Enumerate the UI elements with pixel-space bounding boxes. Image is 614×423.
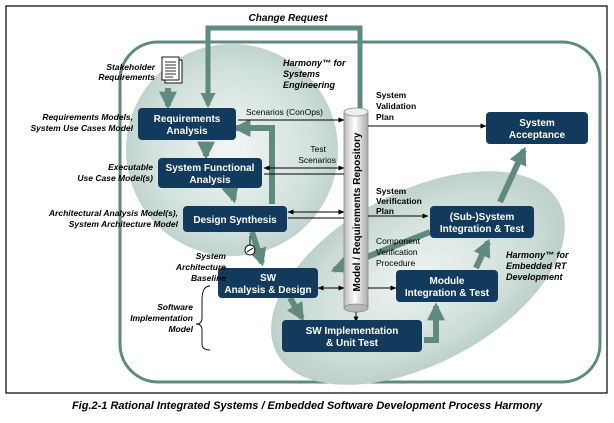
arrow-module-to-subsystem bbox=[473, 238, 491, 270]
implementation-model-line3: Model bbox=[168, 324, 193, 334]
verification-plan-line1: System bbox=[376, 186, 407, 196]
baseline-line2: Architecture bbox=[175, 262, 226, 272]
box-requirements-analysis-line2: Analysis bbox=[166, 126, 208, 137]
test-scenarios-line2: Scenarios bbox=[298, 155, 336, 165]
arrow-sw-to-implementation bbox=[286, 296, 305, 322]
harmony-systems-line1: Harmony™ for bbox=[283, 58, 346, 68]
box-sw-implementation-line1: SW Implementation bbox=[306, 326, 399, 337]
box-system-acceptance-line1: System bbox=[519, 118, 555, 129]
harmony-systems-line2: Systems bbox=[283, 69, 320, 79]
stakeholder-label-line2: Requirements bbox=[98, 72, 155, 82]
harmony-embedded-line3: Development bbox=[506, 272, 564, 282]
arrow-implementation-to-module bbox=[424, 302, 445, 343]
baseline-line1: System bbox=[196, 251, 227, 261]
systems-engineering-ellipse bbox=[126, 44, 338, 256]
arrow-subsystem-to-acceptance bbox=[497, 146, 527, 204]
arrow-functional-to-design bbox=[221, 183, 239, 204]
box-requirements-analysis[interactable] bbox=[138, 108, 236, 140]
harmony-embedded-line1: Harmony™ for bbox=[506, 250, 569, 260]
box-system-functional-analysis[interactable] bbox=[158, 158, 262, 188]
figure-caption: Fig.2-1 Rational Integrated Systems / Em… bbox=[71, 400, 543, 412]
component-procedure-line3: Procedure bbox=[376, 258, 415, 268]
verification-plan-line3: Plan bbox=[376, 206, 394, 216]
box-system-functional-analysis-line2: Analysis bbox=[189, 175, 231, 186]
stakeholder-label-line1: Stakeholder bbox=[106, 62, 155, 72]
test-scenarios-line1: Test bbox=[310, 144, 326, 154]
implementation-model-brace bbox=[195, 285, 211, 351]
box-system-acceptance[interactable] bbox=[486, 112, 588, 144]
box-system-acceptance-line2: Acceptance bbox=[509, 130, 566, 141]
box-design-synthesis-label: Design Synthesis bbox=[193, 215, 277, 226]
box-sw-implementation-line2: & Unit Test bbox=[326, 338, 379, 349]
requirements-models-line1: Requirements Models, bbox=[42, 112, 133, 122]
validation-plan-line2: Validation bbox=[376, 101, 416, 111]
change-request-loop bbox=[200, 25, 363, 108]
arrow-design-to-sw bbox=[249, 231, 267, 267]
requirements-models-line2: System Use Cases Model bbox=[30, 123, 133, 133]
arrow-design-feedback bbox=[232, 119, 275, 204]
box-sw-implementation[interactable] bbox=[282, 320, 422, 352]
verification-plan-line2: Verification bbox=[376, 196, 422, 206]
box-subsystem-integration-line1: (Sub-)System bbox=[450, 212, 515, 223]
executable-models-line2: Use Case Model(s) bbox=[77, 173, 153, 183]
box-subsystem-integration[interactable] bbox=[430, 206, 534, 238]
validation-plan-line1: System bbox=[376, 90, 407, 100]
component-procedure-line2: Verification bbox=[376, 247, 418, 257]
harmony-systems-line3: Engineering bbox=[283, 80, 336, 90]
figure-frame bbox=[5, 5, 608, 394]
process-boxes bbox=[138, 108, 588, 352]
executable-models-line1: Executable bbox=[108, 162, 153, 172]
harmony-embedded-line2: Embedded RT bbox=[506, 261, 568, 271]
box-requirements-analysis-line1: Requirements bbox=[154, 114, 221, 125]
validation-plan-line3: Plan bbox=[376, 112, 394, 122]
repository-cylinder bbox=[343, 107, 369, 313]
architectural-models-line1: Architectural Analysis Model(s), bbox=[48, 208, 178, 218]
implementation-model-line2: Implementation bbox=[130, 313, 193, 323]
document-icon bbox=[161, 56, 183, 84]
architectural-models-line2: System Architecture Model bbox=[69, 219, 179, 229]
repository-label: Model / Requirements Repository bbox=[352, 132, 363, 291]
box-subsystem-integration-line2: Integration & Test bbox=[440, 224, 525, 235]
box-sw-analysis-design-line1: SW bbox=[260, 273, 277, 284]
box-sw-analysis-design-line2: Analysis & Design bbox=[224, 285, 311, 296]
component-procedure-line1: Component bbox=[376, 236, 421, 246]
scenarios-label: Scenarios (ConOps) bbox=[246, 107, 323, 117]
box-module-integration[interactable] bbox=[396, 270, 498, 302]
box-module-integration-line2: Integration & Test bbox=[405, 288, 490, 299]
implementation-model-line1: Software bbox=[157, 302, 193, 312]
box-sw-analysis-design[interactable] bbox=[218, 268, 318, 298]
change-request-label: Change Request bbox=[249, 13, 329, 24]
box-system-functional-analysis-line1: System Functional bbox=[166, 163, 255, 174]
box-design-synthesis[interactable] bbox=[183, 206, 287, 232]
box-module-integration-line1: Module bbox=[430, 276, 465, 287]
baseline-line3: Baseline bbox=[191, 273, 226, 283]
